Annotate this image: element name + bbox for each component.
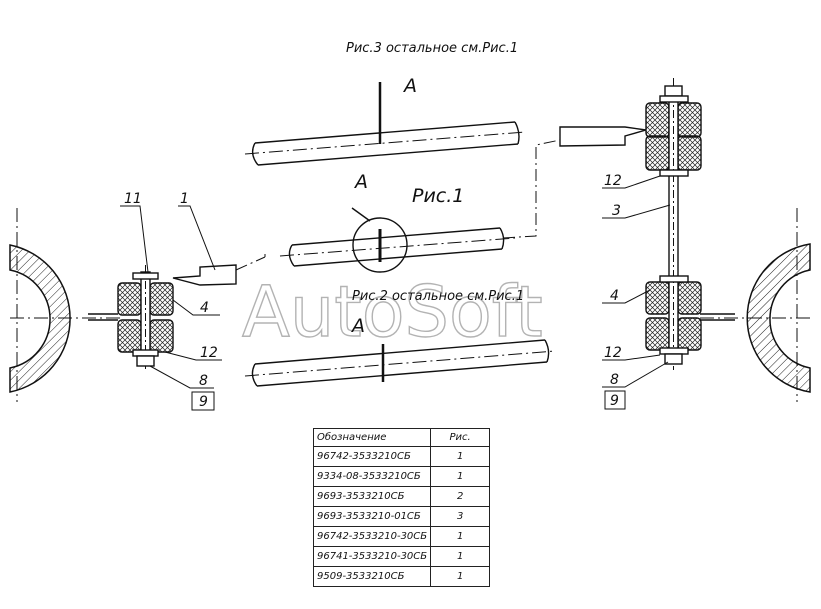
table-row: 96742-3533210-30СБ 1 — [312, 526, 491, 547]
table-row: 9509-3533210СБ 1 — [312, 566, 491, 587]
left-frame-section — [9, 208, 120, 402]
table-row: 9693-3533210СБ 2 — [312, 486, 491, 507]
callout-1: 1 — [180, 191, 189, 207]
callout-9-right: 9 — [610, 393, 619, 409]
spec-figure: 1 — [430, 466, 491, 487]
fig1-title: Рис.1 — [412, 185, 464, 207]
left-leader-lines — [120, 205, 222, 411]
spec-figure: 3 — [430, 506, 491, 527]
spec-figure: 1 — [430, 526, 491, 547]
right-frame-section — [700, 208, 811, 402]
callout-8-left: 8 — [199, 373, 208, 389]
callout-12-right-bottom: 12 — [604, 345, 622, 361]
watermark-text: AutoSoft — [242, 271, 543, 353]
view-a-bottom-label: A — [350, 315, 365, 337]
callout-11: 11 — [124, 191, 142, 207]
table-row: 96741-3533210-30СБ 1 — [312, 546, 491, 567]
callout-3: 3 — [612, 203, 621, 219]
spec-designation: 96742-3533210-30СБ — [312, 526, 432, 547]
spec-designation: 96741-3533210-30СБ — [312, 546, 432, 567]
right-leader-lines — [602, 175, 671, 410]
spec-designation: 9334-08-3533210СБ — [312, 466, 432, 487]
fig3-rod-view — [244, 82, 526, 166]
callout-4-right: 4 — [610, 288, 619, 304]
callout-9-left: 9 — [199, 394, 208, 410]
fig2-rod-view — [244, 339, 556, 387]
callout-12-right-top: 12 — [604, 173, 622, 189]
fig2-note: Рис.2 остальное см.Рис.1 — [352, 289, 524, 304]
spec-figure: 2 — [430, 486, 491, 507]
fig1-rod-view — [235, 139, 561, 273]
spec-figure: 1 — [430, 546, 491, 567]
spec-designation: 9693-3533210-01СБ — [312, 506, 432, 527]
callout-8-right: 8 — [610, 372, 619, 388]
view-a-top-label: A — [402, 75, 417, 97]
table-row: 9334-08-3533210СБ 1 — [312, 466, 491, 487]
callout-4-left: 4 — [200, 300, 209, 316]
specification-table: Обозначение Рис. 96742-3533210СБ 1 9334-… — [312, 428, 491, 587]
spec-header-designation: Обозначение — [312, 428, 432, 447]
spec-figure: 1 — [430, 566, 491, 587]
table-row: 9693-3533210-01СБ 3 — [312, 506, 491, 527]
spec-header-row: Обозначение Рис. — [312, 428, 491, 447]
spec-designation: 9693-3533210СБ — [312, 486, 432, 507]
spec-header-figure: Рис. — [430, 428, 491, 447]
left-damper-assembly — [117, 264, 237, 370]
spec-figure: 1 — [430, 446, 491, 467]
fig3-note: Рис.3 остальное см.Рис.1 — [346, 41, 518, 56]
spec-designation: 96742-3533210СБ — [312, 446, 432, 467]
view-a-mid-label: A — [353, 171, 368, 193]
table-row: 96742-3533210СБ 1 — [312, 446, 491, 467]
spec-designation: 9509-3533210СБ — [312, 566, 432, 587]
callout-12-left: 12 — [200, 345, 218, 361]
right-damper-assembly — [559, 78, 702, 370]
